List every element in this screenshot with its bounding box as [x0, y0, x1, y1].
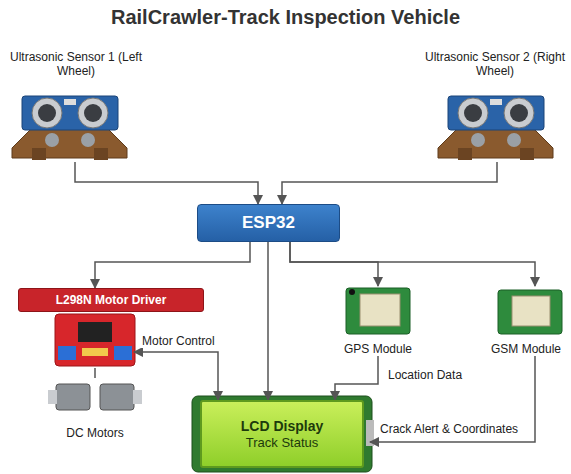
node-label: LCD Display	[241, 418, 323, 435]
edge-label: Crack Alert & Coordinates	[378, 422, 520, 436]
node-label: GSM Module	[491, 342, 561, 356]
connector-arrow	[75, 162, 258, 204]
node-label: GPS Module	[344, 342, 412, 356]
connector-arrow	[282, 162, 497, 204]
connector-arrow	[267, 242, 269, 400]
driver-node: L298N Motor Driver	[18, 288, 204, 368]
node-label: DC Motors	[66, 426, 123, 440]
motor-node: DC Motors	[42, 378, 148, 440]
connector-arrow	[290, 242, 535, 286]
node-label: Ultrasonic Sensor 1 (Left Wheel)	[2, 50, 150, 79]
connector-arrow	[335, 356, 378, 400]
node-label: L298N Motor Driver	[18, 288, 204, 312]
lcd-display: LCD DisplayTrack Status	[200, 400, 364, 468]
connector-arrow	[94, 368, 96, 378]
sensor-node: Ultrasonic Sensor 2 (Right Wheel)	[421, 50, 569, 162]
module-node: GPS Module	[332, 286, 424, 356]
connector-arrow	[290, 242, 378, 286]
edge-label: Location Data	[386, 368, 464, 382]
node-label: ESP32	[242, 213, 295, 233]
controller-box: ESP32	[197, 204, 340, 242]
module-node: GSM Module	[486, 286, 566, 356]
diagram-title: RailCrawler-Track Inspection Vehicle	[0, 6, 571, 29]
connector-arrow	[370, 356, 535, 442]
node-label: Ultrasonic Sensor 2 (Right Wheel)	[421, 50, 569, 79]
sensor-node: Ultrasonic Sensor 1 (Left Wheel)	[2, 50, 150, 162]
edge-label: Motor Control	[140, 334, 217, 348]
connector-arrow	[95, 242, 250, 288]
connector-arrow	[134, 352, 218, 400]
node-subtitle: Track Status	[246, 435, 318, 451]
